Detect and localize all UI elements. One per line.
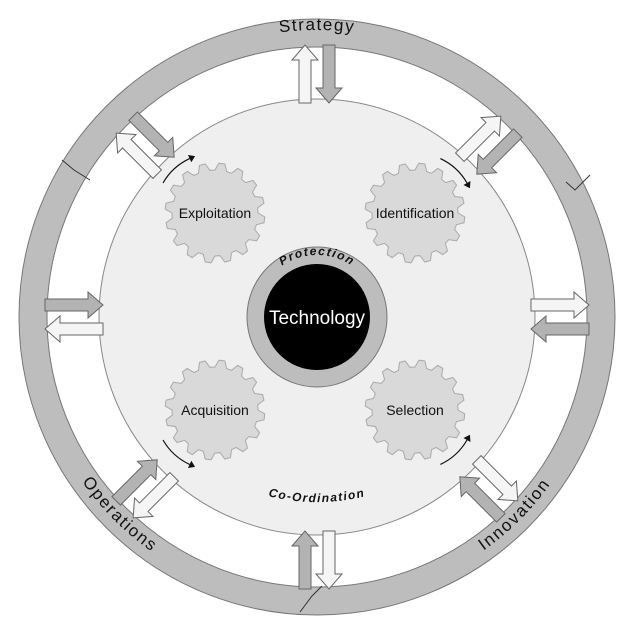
rotation-arrowhead-icon <box>187 154 196 163</box>
outward-arrow <box>290 44 320 104</box>
ring-notch <box>565 174 591 191</box>
outer-ring <box>19 19 615 615</box>
technology-core <box>264 264 370 370</box>
gear-icon <box>364 359 466 461</box>
gear-label: Exploitation <box>179 205 251 221</box>
rotation-arrow-icon <box>440 439 468 465</box>
rotation-arrow-icon <box>440 158 468 184</box>
rotation-arrow-icon <box>162 439 190 465</box>
inward-arrow <box>459 476 506 523</box>
inward-arrow <box>111 459 158 506</box>
inward-arrow <box>476 128 523 175</box>
rotation-arrowhead-icon <box>463 434 471 442</box>
gear-icon <box>164 359 266 461</box>
rotation-arrowhead-icon <box>463 181 471 189</box>
inward-arrow <box>530 314 590 344</box>
outward-arrow <box>44 314 104 344</box>
inward-arrow <box>290 530 320 590</box>
outward-arrow <box>132 471 180 519</box>
inward-arrow <box>128 111 175 158</box>
outward-arrow <box>471 454 519 502</box>
outward-arrow <box>314 530 344 590</box>
ring-label-strategy: Strategy <box>278 15 356 36</box>
rotation-arrowhead-icon <box>187 460 196 469</box>
outward-arrow <box>454 115 502 163</box>
core-label: Technology <box>269 308 366 329</box>
gear-icon <box>164 162 266 264</box>
gear-label: Acquisition <box>181 402 249 418</box>
gear-label: Identification <box>376 205 455 221</box>
inward-arrow <box>44 290 104 320</box>
ring-notch <box>299 585 323 613</box>
ring-notch <box>61 159 91 181</box>
outer-ring-edge-inner <box>46 46 588 588</box>
arrows-group <box>44 44 590 590</box>
gear-icon <box>364 162 466 264</box>
outward-arrow <box>530 290 590 320</box>
gear-label: Selection <box>386 402 444 418</box>
outward-arrow <box>115 132 163 180</box>
outer-ring-edge-outer <box>18 18 616 616</box>
inward-arrow <box>314 44 344 104</box>
rotation-arrow-icon <box>162 158 190 184</box>
coordination-label: Co-Ordination <box>267 485 366 505</box>
